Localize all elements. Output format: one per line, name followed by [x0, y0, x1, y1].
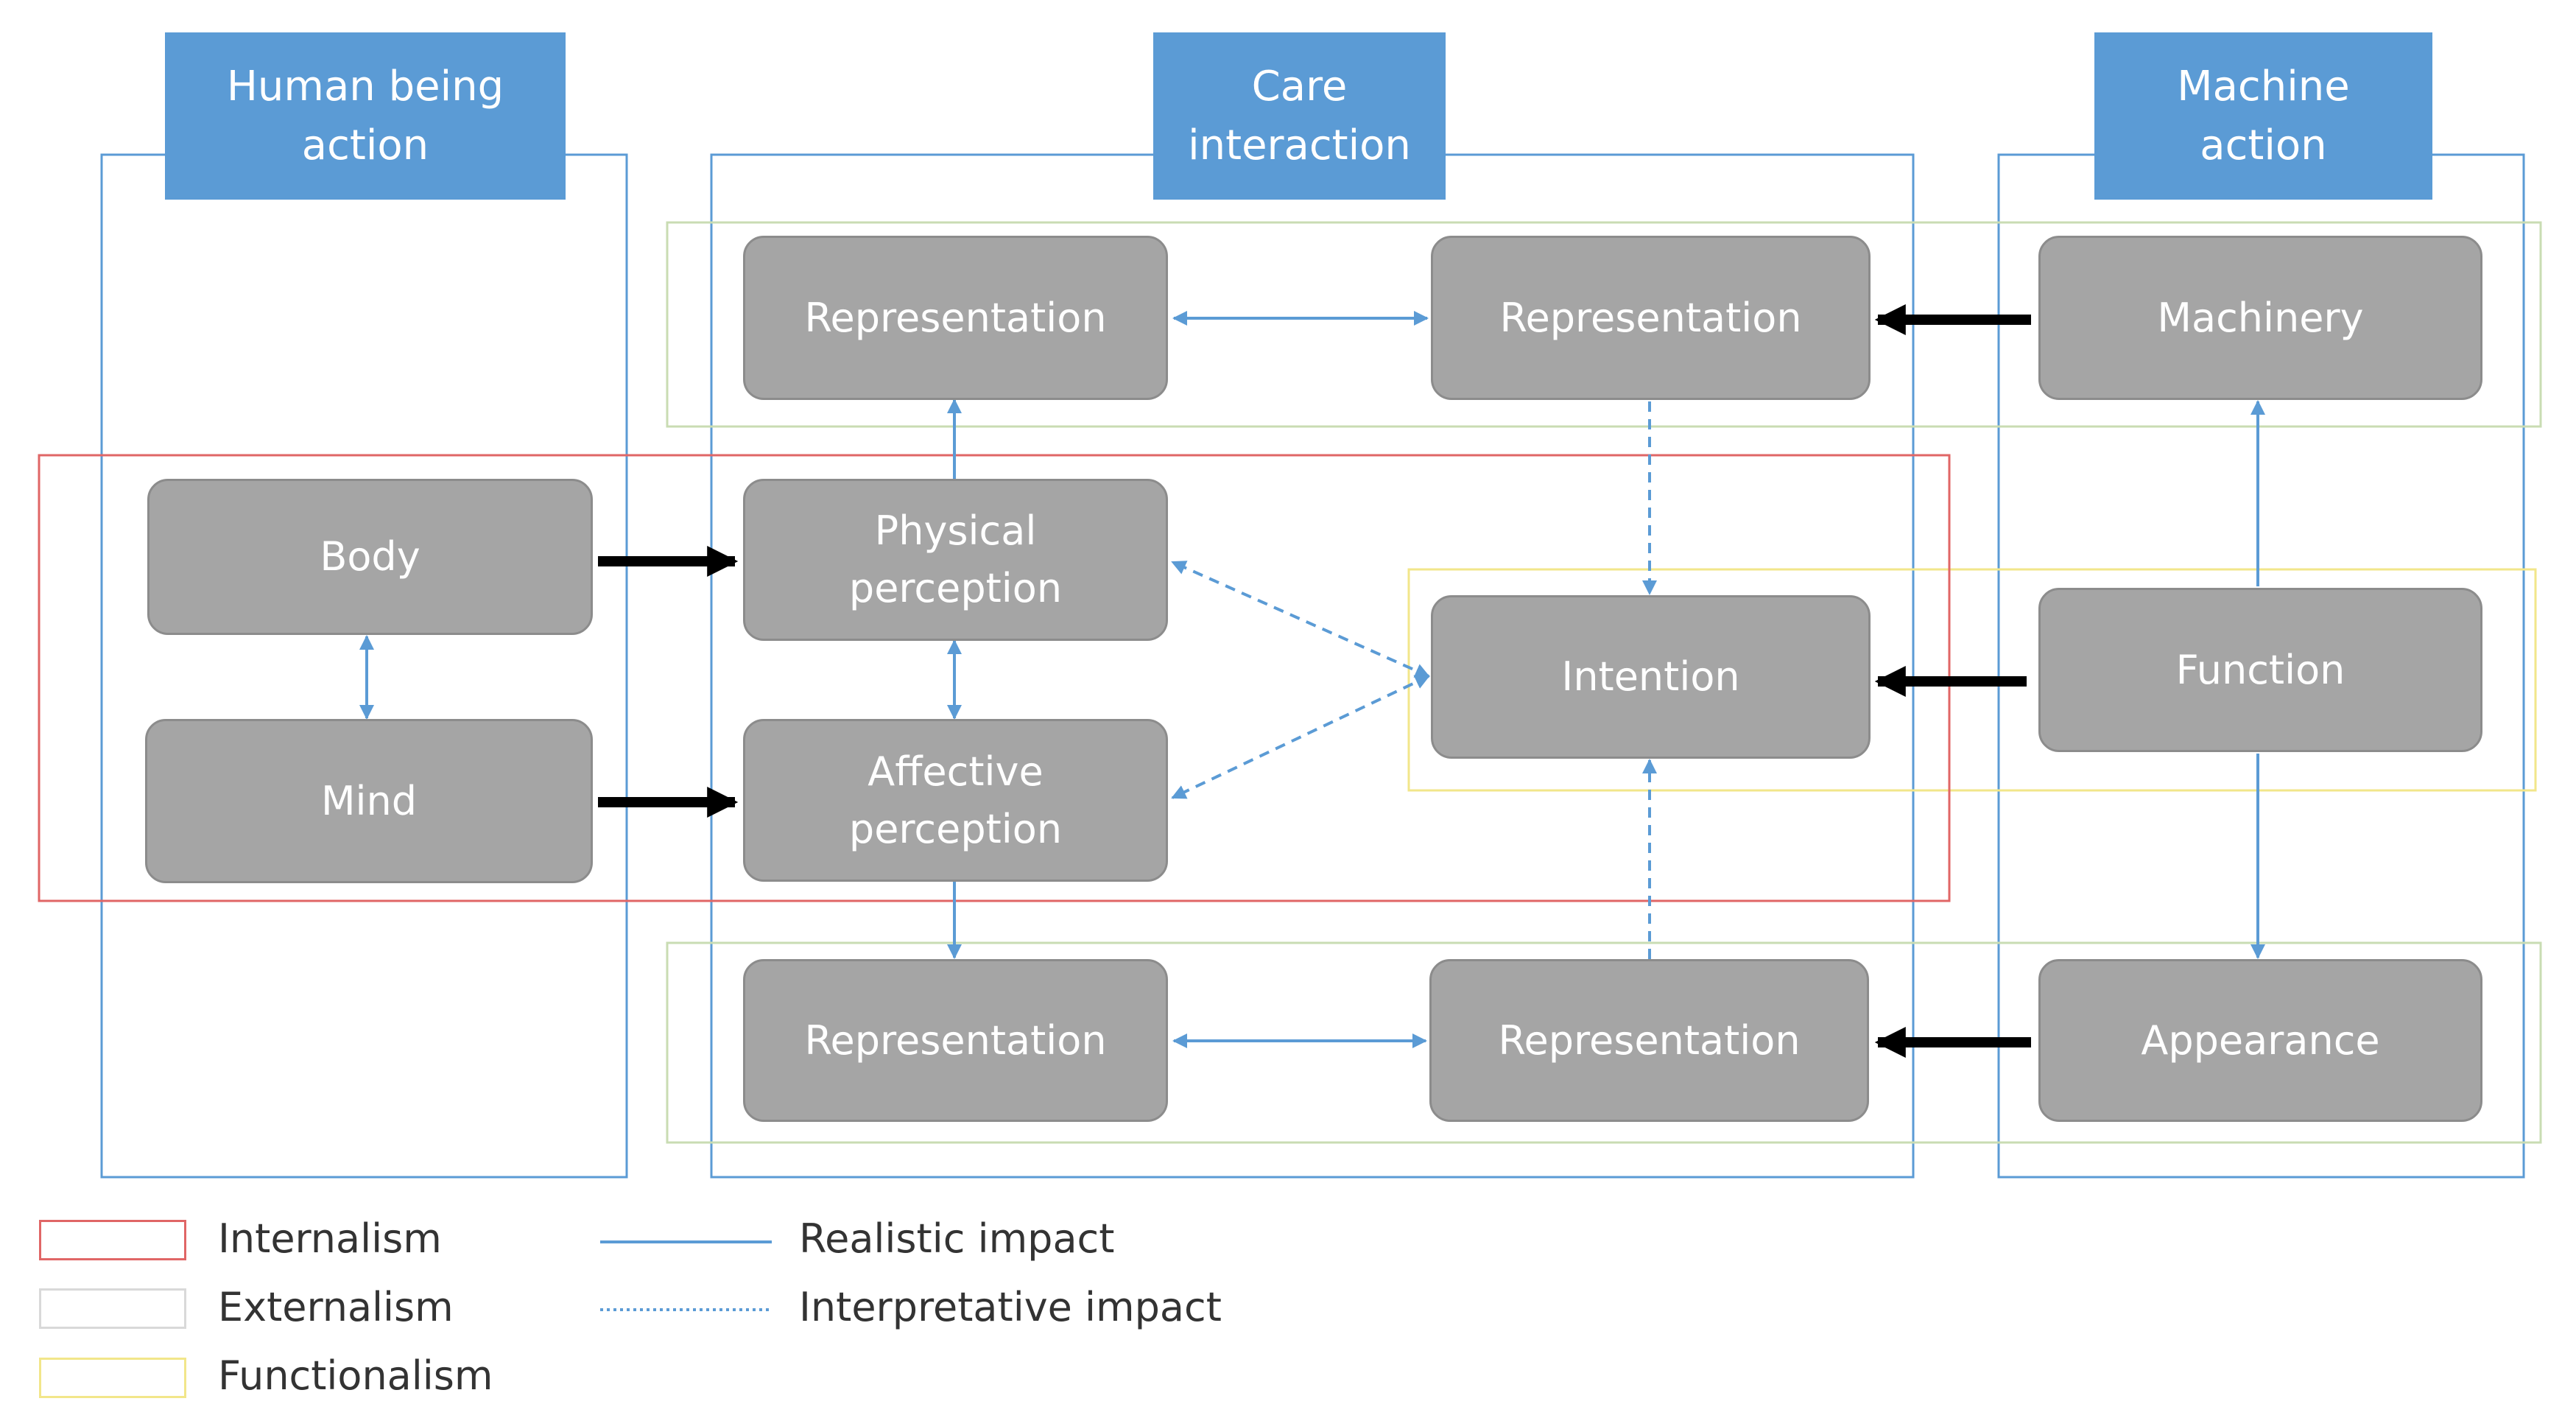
legend-internalism-label: Internalism	[218, 1215, 442, 1262]
node-affective-perception: Affective perception	[743, 719, 1168, 882]
node-machinery: Machinery	[2038, 236, 2482, 400]
human-column-frame	[100, 153, 628, 1179]
node-representation-bottom-right: Representation	[1429, 959, 1869, 1122]
legend-internalism-swatch	[39, 1220, 186, 1260]
node-mind: Mind	[145, 719, 593, 883]
arrow-intention-affective	[1171, 675, 1430, 799]
header-care-interaction: Care interaction	[1153, 32, 1446, 200]
legend-externalism-swatch	[39, 1288, 186, 1329]
header-human-being-action: Human being action	[165, 32, 566, 200]
node-representation-bottom-left: Representation	[743, 959, 1168, 1122]
externalism-bottom-region	[666, 941, 2542, 1144]
legend-realistic-impact-label: Realistic impact	[799, 1215, 1115, 1262]
legend-interpretative-impact-label: Interpretative impact	[799, 1284, 1222, 1330]
header-machine-action: Machine action	[2094, 32, 2432, 200]
externalism-top-region	[666, 221, 2542, 428]
legend-functionalism-swatch	[39, 1358, 186, 1398]
node-physical-perception: Physical perception	[743, 479, 1168, 641]
node-representation-top-right: Representation	[1431, 236, 1871, 400]
arrow-intention-physical	[1171, 561, 1430, 678]
node-intention: Intention	[1431, 595, 1871, 759]
node-body: Body	[147, 479, 593, 635]
legend-externalism-label: Externalism	[218, 1284, 454, 1330]
node-function: Function	[2038, 588, 2482, 752]
node-appearance: Appearance	[2038, 959, 2482, 1122]
legend-functionalism-label: Functionalism	[218, 1352, 493, 1399]
node-representation-top-left: Representation	[743, 236, 1168, 400]
